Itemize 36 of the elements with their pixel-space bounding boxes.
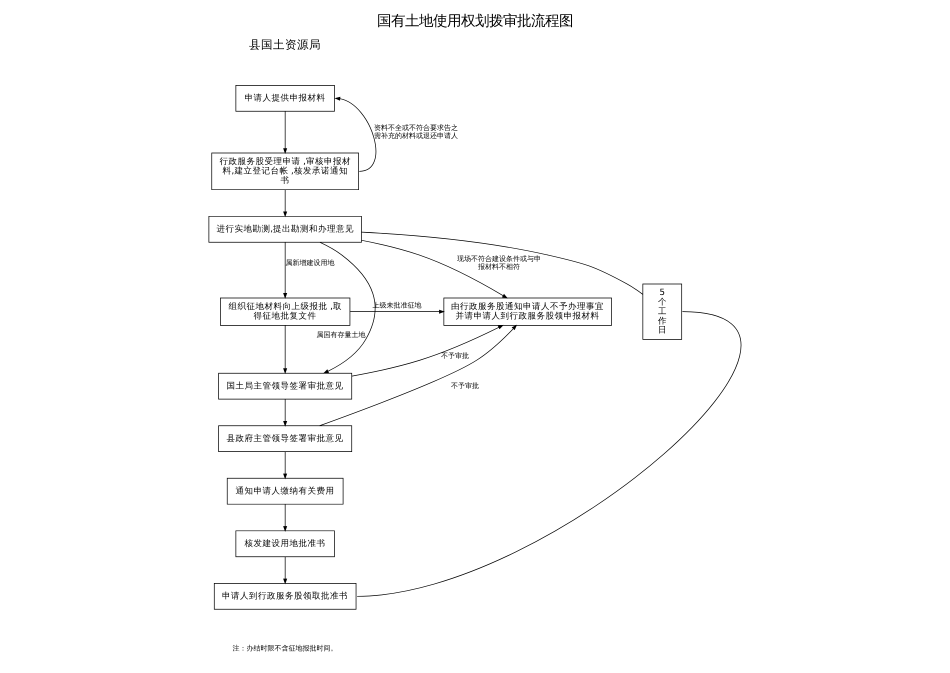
- node-box: 5个工作日: [642, 284, 682, 340]
- arrow: [283, 451, 288, 480]
- arrow: [283, 504, 288, 532]
- arrow: [319, 324, 518, 426]
- arrow: [352, 324, 504, 376]
- edge-label: 资料不全或不符合要求告之需补充的材料或退还申请人: [374, 122, 458, 140]
- edge-label: 不予审批: [451, 380, 480, 390]
- node-box: 通知申请人缴纳有关费用: [226, 478, 344, 505]
- node-box: 核发建设用地批准书: [236, 530, 335, 558]
- arrow: [350, 310, 445, 314]
- node-box: 进行实地勘测,提出勘测和办理意见: [208, 216, 362, 243]
- diagram-title: 国有土地使用权划拨审批流程图: [376, 14, 573, 30]
- arrow: [320, 242, 376, 374]
- node-box: 国土局主管领导签署审批意见: [218, 372, 352, 400]
- label: 县国土资源局: [249, 37, 322, 52]
- node-box: 组织征地材料向上级报批 ,取得征地批复文件: [220, 298, 350, 326]
- connector: [356, 311, 740, 597]
- node-box: 申请人提供申报材料: [236, 84, 335, 112]
- edge-label: 属国有存量土地: [316, 330, 366, 340]
- edge-label: 不予审批: [441, 351, 470, 360]
- arrow: [283, 325, 288, 374]
- node-box: 县政府主管领导签署审批意见: [218, 425, 352, 452]
- node-box: 申请人到行政服务股领取批准书: [214, 582, 356, 610]
- connector: [361, 232, 644, 295]
- arrow: [283, 111, 288, 154]
- arrow: [283, 242, 288, 299]
- arrow: [283, 398, 288, 427]
- arrow: [361, 240, 508, 298]
- label: 注：办结时限不含征地报批时间。: [232, 644, 338, 653]
- arrow: [283, 556, 288, 584]
- node-box: 由行政服务股通知申请人不予办理事宜并请申请人到行政服务股领申报材料: [444, 298, 612, 326]
- node-box: 行政服务股受理申请 ,审核申报材料,建立登记台帐 ,核发承诺通知书: [211, 152, 359, 190]
- arrow: [283, 190, 288, 218]
- edge-label: 现场不符合建设条件或与申报材料不相符: [456, 254, 541, 271]
- arrow: [334, 96, 376, 172]
- edge-label: 属新增建设用地: [285, 258, 334, 267]
